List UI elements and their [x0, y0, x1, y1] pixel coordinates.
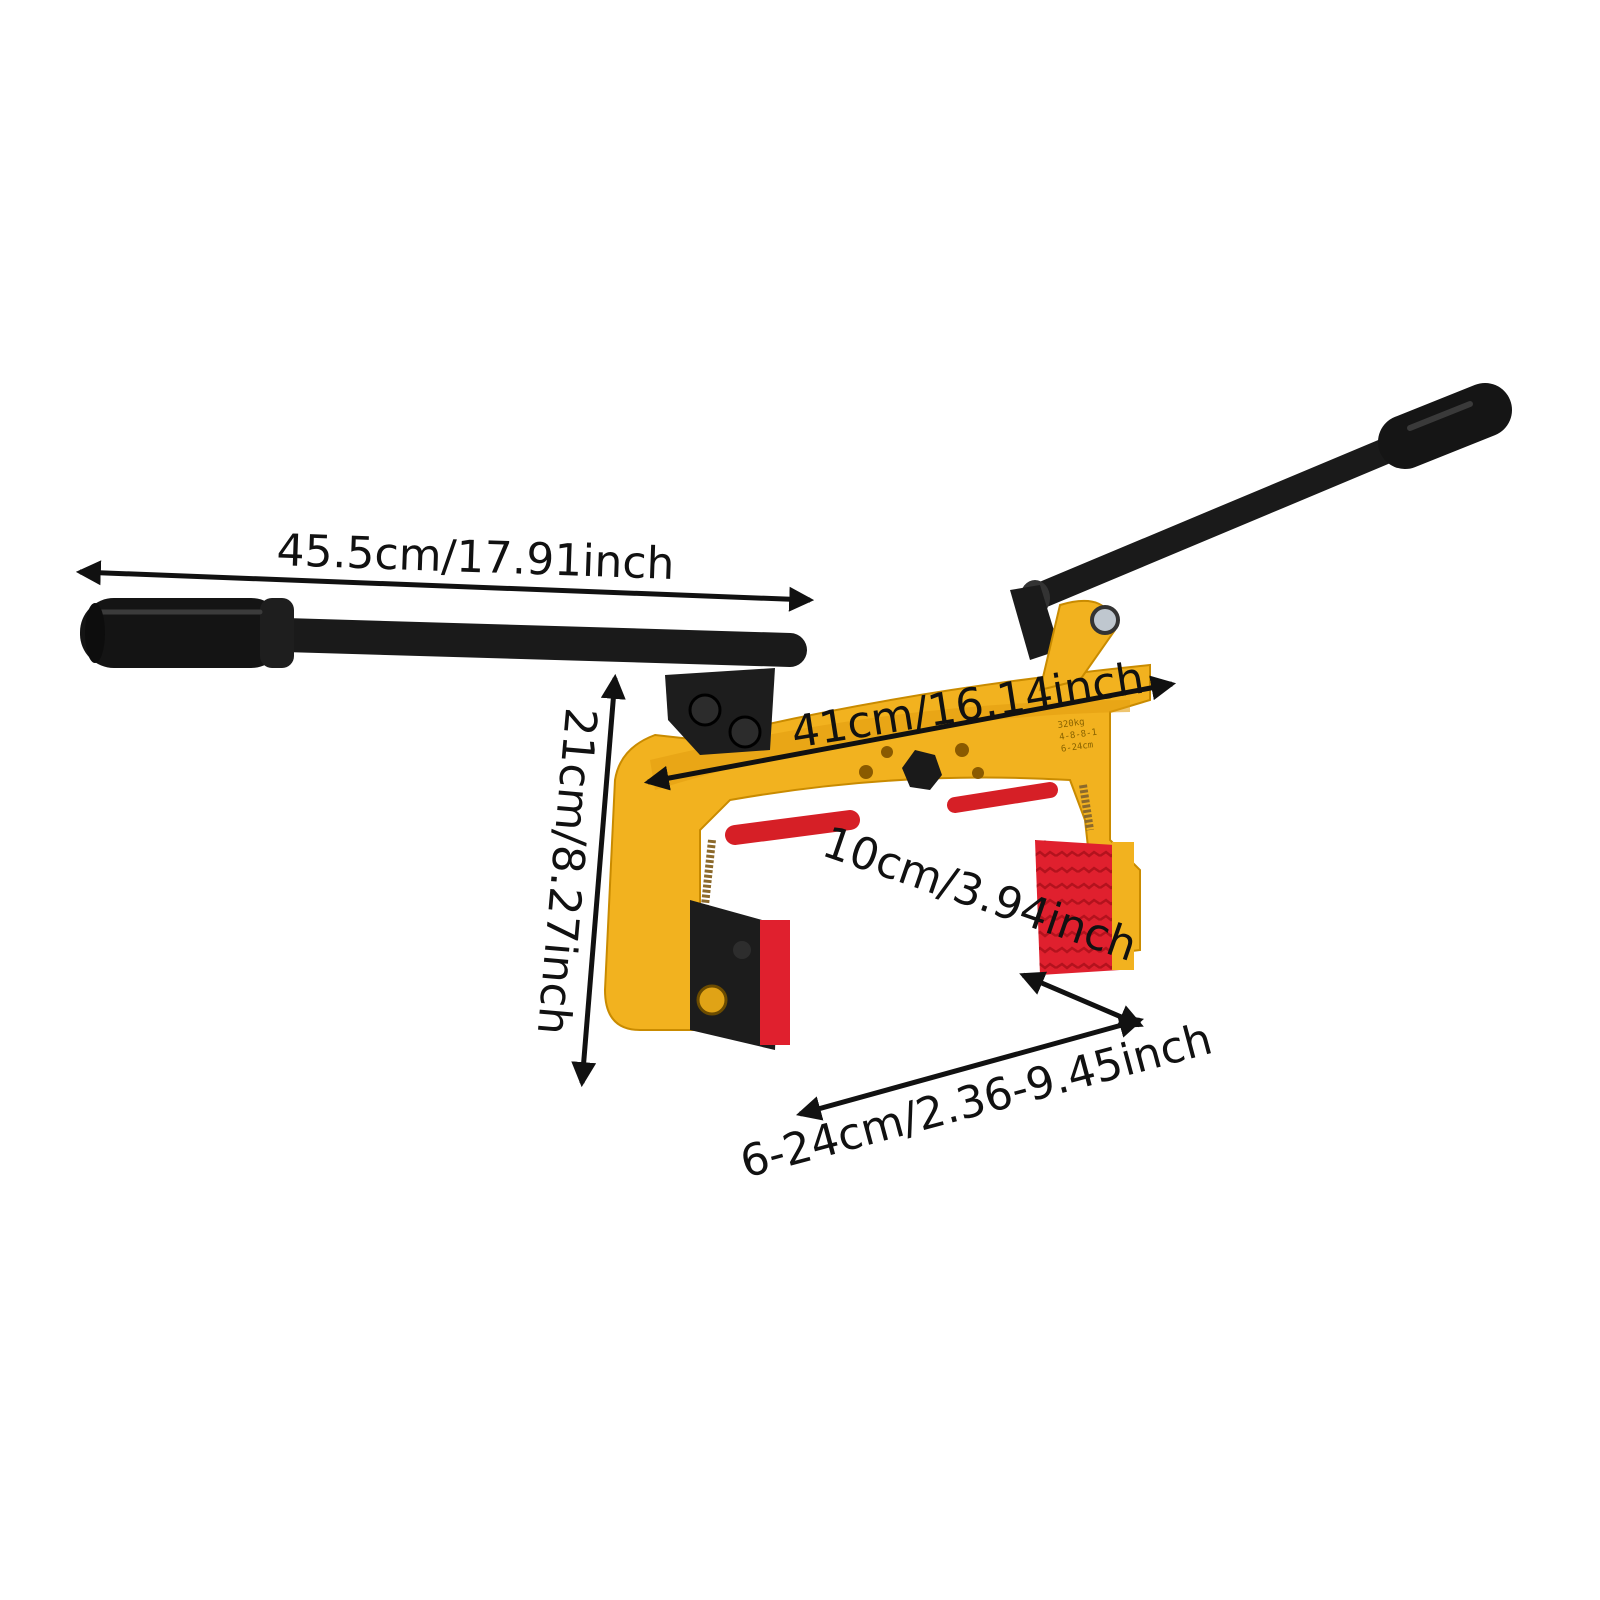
jaw-range-label: 6-24cm/2.36-9.45inch [735, 1014, 1217, 1189]
height-label: 21cm/8.27inch [527, 706, 606, 1037]
right-grip-bar [947, 782, 1058, 813]
right-spring [1079, 784, 1094, 831]
left-grip-bar [725, 810, 860, 845]
left-spring [701, 839, 716, 906]
stone-clamp-illustration: 320kg 4-8-8-1 6-24cm [80, 383, 1512, 1050]
left-handle [80, 598, 807, 668]
dimension-annotations [75, 560, 1177, 1121]
pad-width-arrow [1019, 971, 1144, 1029]
body-width-arrow [643, 675, 1177, 791]
left-jaw-pad [690, 900, 790, 1050]
right-handle [1010, 383, 1512, 660]
height-arrow [571, 673, 626, 1088]
right-jaw-pad [1035, 840, 1134, 975]
handle-length-arrow [75, 560, 815, 612]
jaw-range-arrow [795, 1013, 1145, 1121]
